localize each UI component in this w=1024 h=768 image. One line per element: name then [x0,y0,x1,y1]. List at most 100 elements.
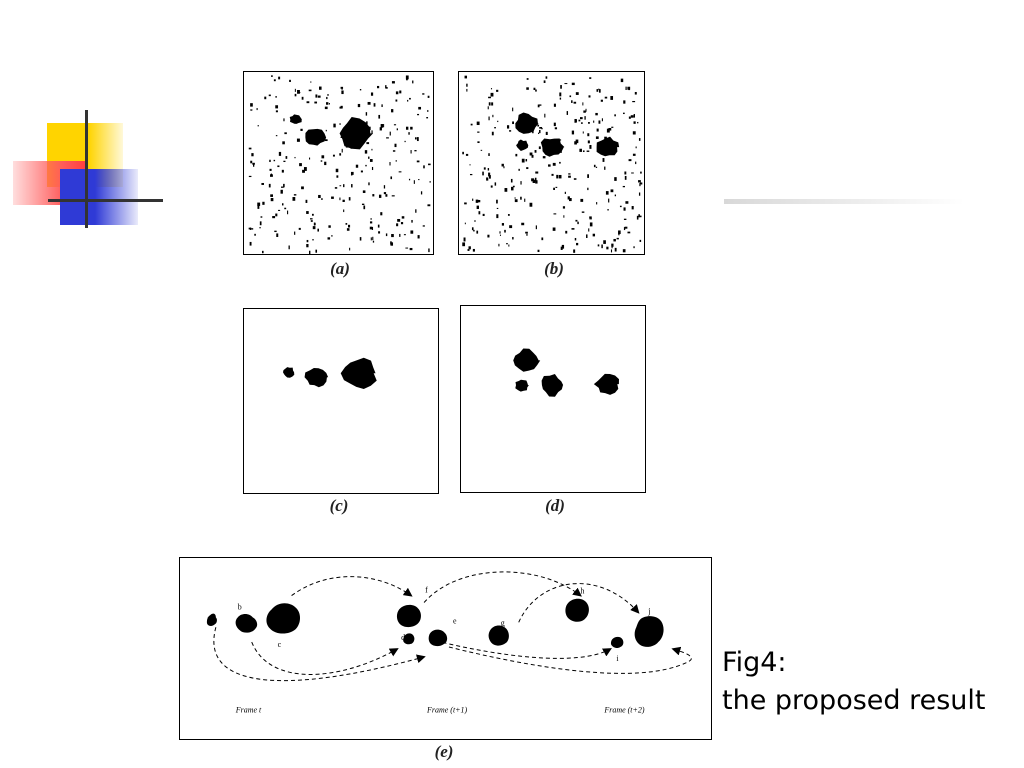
noise-speck [637,121,639,124]
noise-speck [623,218,627,220]
noise-speck [586,150,590,152]
noise-speck [427,109,429,112]
track-arrow-b-to-d [251,641,399,675]
title-underline-bar [724,199,964,204]
noise-speck [601,244,603,249]
noise-speck [579,117,583,120]
noise-speck [391,234,394,238]
slide-ornament [10,105,170,235]
noise-speck [592,233,596,237]
noise-speck [497,120,499,123]
noise-speck [348,197,351,201]
noise-speck [403,234,406,236]
noise-speck [364,150,368,154]
noise-speck [317,95,321,98]
noise-speck [262,201,265,205]
noise-speck [289,79,291,82]
noise-speck [249,241,252,246]
noise-speck [625,86,627,91]
noise-speck [285,156,288,159]
noise-speck [415,209,417,213]
noise-speck [632,100,636,103]
noise-speck [426,117,429,119]
noise-speck [514,199,518,203]
noise-speck [306,244,309,248]
noise-speck [278,151,282,156]
noise-speck [614,177,617,181]
noise-speck [409,247,413,251]
noise-speck [623,207,626,211]
noise-speck [537,124,540,127]
noise-speck [283,118,285,122]
noise-speck [555,186,558,188]
noise-speck [620,78,624,83]
noise-speck [569,198,572,202]
noise-speck [361,203,365,206]
noise-speck [310,220,313,222]
noise-speck [509,225,513,229]
noise-speck [370,218,372,220]
noise-speck [486,177,489,181]
noise-speck [260,216,263,218]
noise-speck [305,199,308,203]
noise-speck [339,185,342,187]
noise-speck [390,176,393,180]
object-label-c: c [278,640,282,649]
noise-speck [343,209,345,213]
blob-a [206,613,217,626]
panel-a-image [243,71,434,255]
noise-speck [280,189,283,194]
noise-speck [324,106,328,110]
noise-speck [248,175,252,178]
noise-speck [418,106,422,110]
object-label-b: b [238,602,242,611]
noise-speck [369,226,373,230]
noise-speck [312,239,314,241]
noise-speck [262,250,264,254]
noise-speck [548,164,551,167]
noise-speck [317,228,320,232]
noise-speck [553,187,555,191]
noise-speck [298,227,301,230]
noise-speck [558,174,562,179]
noise-speck [340,86,344,89]
noise-speck [408,178,411,181]
noise-speck [623,112,625,115]
panel-e-label: (e) [434,742,454,761]
noise-speck [538,146,541,150]
noise-speck [478,211,481,215]
noise-speck [251,228,254,230]
noise-speck [379,127,382,131]
noise-speck [638,180,641,183]
noise-speck [632,131,636,135]
noise-speck [474,220,476,222]
noise-speck [332,154,335,157]
noise-speck [412,80,414,84]
noise-speck [595,166,598,168]
noise-speck [407,99,409,102]
noise-speck [391,195,395,197]
noise-speck [297,90,300,94]
noise-speck [477,141,480,144]
noise-speck [313,222,316,226]
noise-speck [473,229,475,232]
noise-speck [624,175,627,180]
blob-mid-c [304,367,329,388]
noise-speck [385,194,388,197]
noise-speck [275,105,279,109]
noise-speck [602,158,605,162]
noise-speck [310,81,312,83]
noise-speck [389,162,391,166]
noise-speck [314,101,318,104]
noise-speck [623,100,626,104]
noise-speck [633,246,635,249]
noise-speck [610,189,614,193]
noise-speck [632,153,636,156]
noise-speck [369,221,373,224]
noise-speck [611,126,614,128]
noise-speck [390,242,394,246]
noise-speck [539,129,541,134]
noise-speck [420,191,423,195]
noise-speck [275,135,278,137]
noise-speck [589,77,592,79]
